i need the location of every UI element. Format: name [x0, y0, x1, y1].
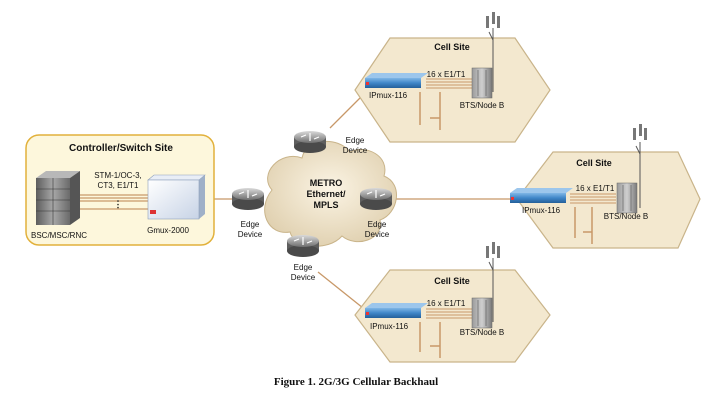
cell-site-2: Cell Site IPmux-116 16 x E1/T1 [354, 242, 551, 363]
edge-device-label-1: Edge [241, 220, 260, 229]
ground-lines [419, 322, 441, 358]
link-label-2: CT3, E1/T1 [98, 181, 139, 190]
bts-icon [616, 182, 638, 214]
ipmux-label: IPmux-116 [522, 206, 561, 215]
edge-device-1: Edge Device [294, 131, 368, 155]
ipmux-label: IPmux-116 [370, 322, 409, 331]
controller-site-title: Controller/Switch Site [69, 143, 173, 154]
edge-device-label-1: Edge [294, 263, 313, 272]
ipmux-label: IPmux-116 [369, 91, 408, 100]
bsc-gmux-links [80, 194, 148, 210]
bts-icon [471, 67, 493, 99]
gmux-icon [147, 174, 206, 220]
cloud-line-2: Ethernet/ [306, 189, 346, 199]
edge-device-label-1: Edge [368, 220, 387, 229]
bts-icon [471, 297, 493, 329]
cloud-line-1: METRO [310, 178, 343, 188]
cell-site-title: Cell Site [434, 276, 470, 286]
link-label: 16 x E1/T1 [576, 184, 615, 193]
cell-site-0: Cell Site IPmux-116 16 x E1/T1 [354, 12, 551, 143]
router-icon [232, 188, 264, 210]
cell-site-title: Cell Site [434, 42, 470, 52]
router-icon [294, 131, 326, 153]
metro-cloud: METRO Ethernet/ MPLS [264, 140, 397, 247]
e1-links [426, 78, 472, 89]
antenna-tower-icon [486, 242, 500, 322]
bts-label: BTS/Node B [460, 101, 504, 110]
link-label-1: STM-1/OC-3, [94, 171, 142, 180]
edge-device-label-2: Device [291, 273, 316, 282]
router-icon [287, 235, 319, 257]
ground-lines [574, 207, 593, 244]
edge-device-label-2: Device [365, 230, 390, 239]
e1-links [570, 193, 616, 204]
controller-site: Controller/Switch Site BSC/MSC/RNC ⋮ STM… [25, 134, 215, 246]
antenna-tower-icon [633, 124, 647, 208]
edge-device-0: Edge Device [232, 188, 264, 239]
cloud-line-3: MPLS [313, 200, 338, 210]
link-label: 16 x E1/T1 [427, 299, 466, 308]
link-dots: ⋮ [114, 199, 123, 209]
bts-label: BTS/Node B [604, 212, 648, 221]
bts-label: BTS/Node B [460, 328, 504, 337]
ipmux-icon [365, 303, 428, 318]
link-label: 16 x E1/T1 [427, 70, 466, 79]
router-icon [360, 188, 392, 210]
cell-site-1: Cell Site IPmux-116 16 x E1/T1 [510, 124, 701, 249]
cell-site-title: Cell Site [576, 158, 612, 168]
ipmux-icon [510, 188, 573, 203]
edge-device-2: Edge Device [360, 188, 392, 239]
antenna-tower-icon [486, 12, 500, 92]
figure-caption: Figure 1. 2G/3G Cellular Backhaul [274, 376, 438, 388]
ground-lines [419, 92, 441, 130]
edge-device-3: Edge Device [287, 235, 319, 282]
gmux-label: Gmux-2000 [147, 226, 189, 235]
ipmux-icon [365, 73, 428, 88]
bsc-label: BSC/MSC/RNC [31, 231, 87, 240]
edge-device-label-2: Device [238, 230, 263, 239]
e1-links [426, 308, 472, 319]
edge-device-label-2: Device [343, 146, 368, 155]
bsc-rack-icon [36, 171, 80, 225]
edge-device-label-1: Edge [346, 136, 365, 145]
